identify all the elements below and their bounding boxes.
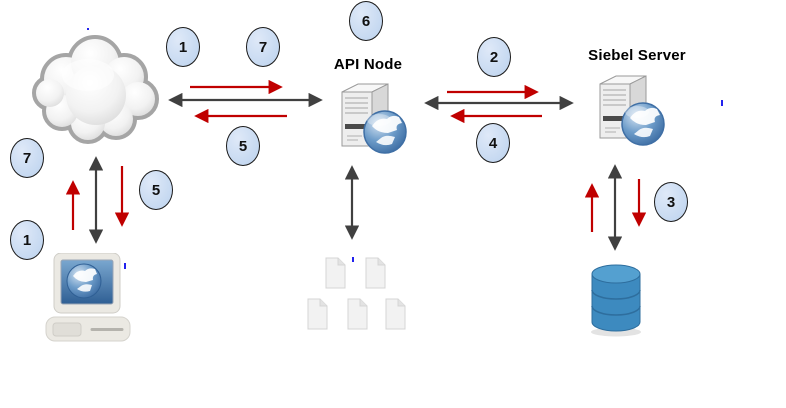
stray-mark (124, 263, 126, 269)
step-badge-label: 7 (258, 38, 268, 56)
step-badge-label: 5 (151, 181, 161, 199)
step-badge-label: 2 (489, 48, 499, 66)
stray-mark (87, 28, 89, 30)
api-node-label: API Node (333, 56, 403, 73)
siebel-server-icon (599, 75, 665, 146)
step-badge-1-top: 1 (166, 27, 200, 67)
document-icon (347, 298, 368, 330)
step-badge-label: 5 (238, 137, 248, 155)
siebel-server-label: Siebel Server (588, 47, 686, 64)
client-computer-icon (45, 253, 131, 342)
step-badge-label: 4 (488, 134, 498, 152)
step-badge-7-top: 7 (246, 27, 280, 67)
step-badge-label: 3 (666, 193, 676, 211)
stray-mark (721, 100, 723, 106)
step-badge-4: 4 (476, 123, 510, 163)
stray-mark (352, 257, 354, 262)
step-badge-label: 7 (22, 149, 32, 167)
step-badge-6: 6 (349, 1, 383, 41)
step-badge-7-left: 7 (10, 138, 44, 178)
step-badge-label: 1 (22, 231, 32, 249)
cloud-icon (32, 35, 159, 144)
document-icon (307, 298, 328, 330)
step-badge-3: 3 (654, 182, 688, 222)
document-icon (385, 298, 406, 330)
step-badge-5-right: 5 (226, 126, 260, 166)
step-badge-2: 2 (477, 37, 511, 77)
step-badge-label: 6 (361, 12, 371, 30)
step-badge-1-bottom: 1 (10, 220, 44, 260)
document-store (305, 255, 411, 333)
step-badge-label: 1 (178, 38, 188, 56)
document-icon (365, 257, 386, 289)
database-icon (591, 264, 641, 337)
document-icon (325, 257, 346, 289)
step-badge-5-left: 5 (139, 170, 173, 210)
api-node-server-icon (341, 83, 407, 154)
